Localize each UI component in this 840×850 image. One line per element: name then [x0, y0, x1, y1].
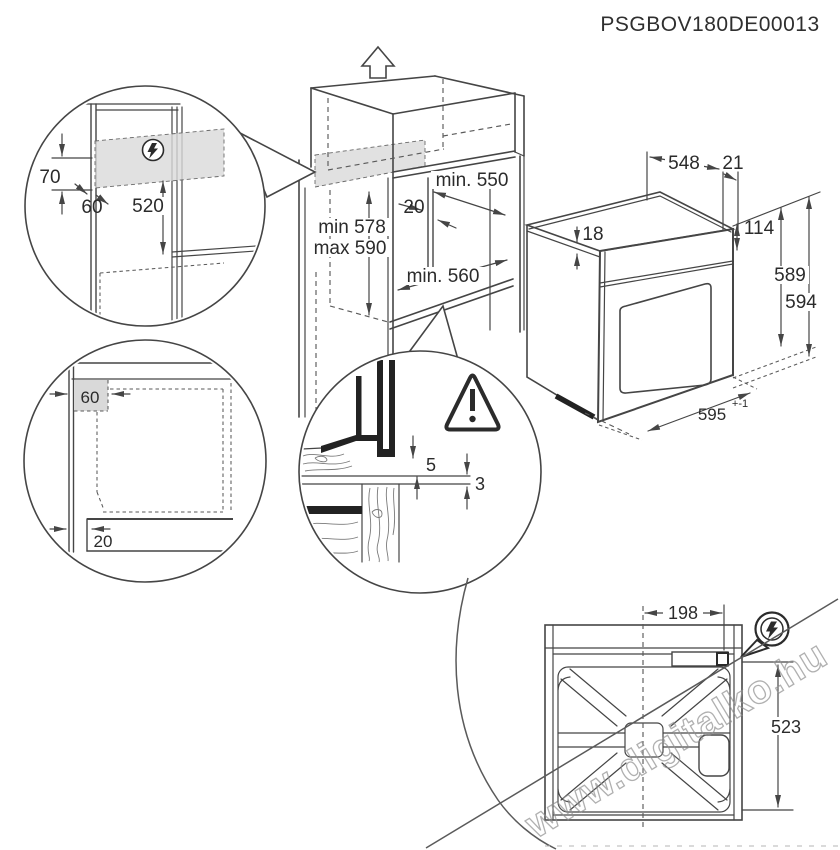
dim-niche-height-max: max 590: [314, 238, 387, 259]
dim-corner-60-label: 60: [81, 388, 100, 407]
dim-niche-520: 520: [130, 180, 167, 255]
terminal-box: [716, 652, 729, 666]
cabinet-drawing: min. 550 20 min 578 max 590 min. 560: [298, 45, 525, 418]
lightning-bolt-icon: [141, 138, 165, 162]
dim-oven-height-589: 589: [774, 265, 806, 286]
dim-vent-gap: 20: [398, 197, 457, 229]
dim-oven-front-width: 595 +-1: [598, 376, 758, 441]
lightning-bolt-callout: [740, 611, 790, 658]
corner-zone-shaded: [74, 380, 108, 411]
rear-view-drawing: 198 523: [544, 603, 806, 830]
dim-vent-gap-label: 20: [403, 197, 424, 218]
electrical-detail-callout: 70 60 520: [24, 85, 317, 327]
dim-niche-depth-label: min. 550: [436, 170, 509, 191]
plan-detail-callout: 60 20: [23, 339, 267, 583]
callout-circle: [23, 339, 267, 583]
dim-oven-offset-label: 21: [722, 153, 743, 174]
dim-strip-height: 70: [39, 133, 93, 215]
oven-frame-section: [377, 360, 395, 457]
dim-terminal-offset-label: 198: [668, 603, 698, 623]
dim-niche-height: min 578 max 590: [312, 191, 391, 316]
oven-foot: [554, 393, 596, 420]
dim-wall-thickness: 60: [74, 183, 109, 218]
cabinet-panel-section: [356, 376, 362, 436]
dim-niche-height-min: min 578: [318, 217, 386, 238]
dim-wall-thickness-label: 60: [81, 197, 102, 218]
dim-rear-height: 523: [741, 661, 806, 811]
dim-edge-20-label: 20: [94, 532, 113, 551]
dim-niche-520-label: 520: [132, 196, 164, 217]
dim-oven-trim-label: 18: [582, 224, 603, 245]
oven-drawing: 548 21 18 114 589 594: [524, 151, 821, 441]
dim-control-panel-height-label: 114: [744, 218, 775, 239]
dim-niche-width: min. 560: [397, 259, 508, 291]
electrical-zone-shaded: [314, 139, 426, 188]
dim-oven-height-594: 594: [785, 292, 817, 313]
dim-oven-front-width-label: 595: [698, 405, 726, 424]
dim-oven-offset: 21: [722, 153, 744, 233]
dim-niche-depth: min. 550: [431, 170, 513, 216]
dim-terminal-offset: 198: [644, 603, 725, 651]
up-arrow-icon: [360, 45, 396, 79]
dim-gap-5: 5: [426, 455, 436, 475]
warning-triangle-icon: [444, 373, 501, 432]
dim-oven-top-width: 548: [646, 151, 724, 232]
dim-control-panel-height: 114: [734, 218, 775, 251]
dim-strip-height-label: 70: [39, 167, 60, 188]
section-detail-callout: 5 3: [298, 304, 542, 594]
dim-oven-trim: 18: [574, 224, 604, 270]
dim-oven-front-width-tolerance: +-1: [732, 398, 748, 410]
dim-oven-top-width-label: 548: [668, 153, 700, 174]
oven-door-window: [619, 282, 712, 394]
dim-rear-height-label: 523: [771, 717, 801, 737]
dim-niche-width-label: min. 560: [407, 266, 480, 287]
dim-overlap-3: 3: [475, 474, 485, 494]
document-code: PSGBOV180DE00013: [600, 13, 819, 36]
dim-oven-heights: 589 594: [732, 191, 821, 389]
callout-circle: [298, 350, 542, 594]
